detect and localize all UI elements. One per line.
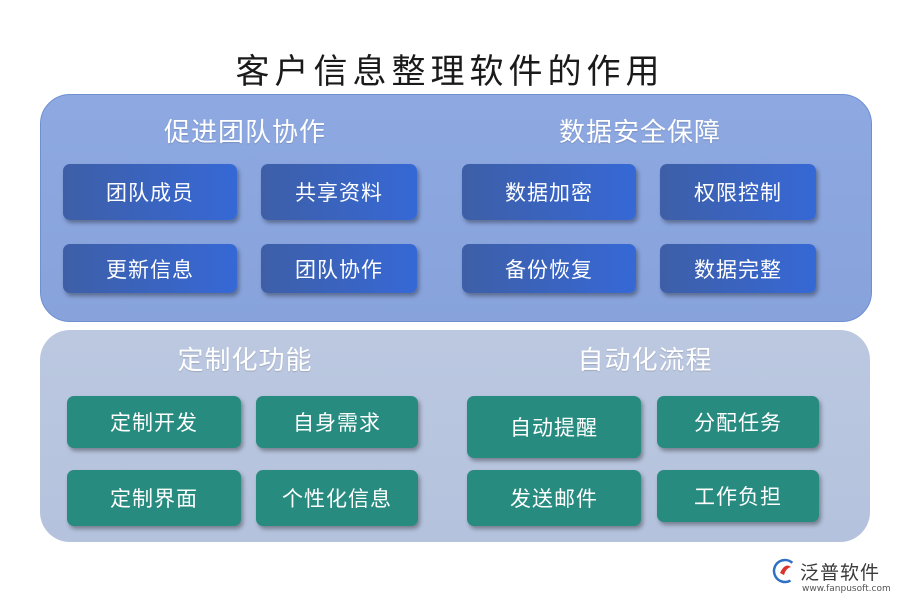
- item-workload: 工作负担: [657, 470, 819, 522]
- item-update-info: 更新信息: [63, 244, 237, 293]
- item-backup-restore: 备份恢复: [462, 244, 636, 293]
- item-assign-task: 分配任务: [657, 396, 819, 448]
- section-heading-automation: 自动化流程: [577, 346, 713, 376]
- brand-url: www.fanpusoft.com: [802, 584, 891, 594]
- item-personal-info: 个性化信息: [256, 470, 418, 526]
- item-data-integrity: 数据完整: [660, 244, 816, 293]
- item-access-control: 权限控制: [660, 164, 816, 220]
- item-custom-ui: 定制界面: [67, 470, 241, 526]
- fanpu-logo-icon: [772, 558, 798, 584]
- item-custom-dev: 定制开发: [67, 396, 241, 448]
- item-auto-reminder: 自动提醒: [467, 396, 641, 458]
- item-team-members: 团队成员: [63, 164, 237, 220]
- brand-name: 泛普软件: [800, 562, 881, 584]
- item-shared-data: 共享资料: [261, 164, 417, 220]
- page-title: 客户信息整理软件的作用: [235, 52, 665, 92]
- section-heading-security: 数据安全保障: [558, 118, 721, 148]
- section-heading-customization: 定制化功能: [177, 346, 313, 376]
- item-own-needs: 自身需求: [256, 396, 418, 448]
- item-data-encryption: 数据加密: [462, 164, 636, 220]
- section-heading-collaboration: 促进团队协作: [163, 118, 326, 148]
- brand-logo: 泛普软件 www.fanpusoft.com: [772, 558, 892, 594]
- item-team-collab: 团队协作: [261, 244, 417, 293]
- item-send-email: 发送邮件: [467, 470, 641, 526]
